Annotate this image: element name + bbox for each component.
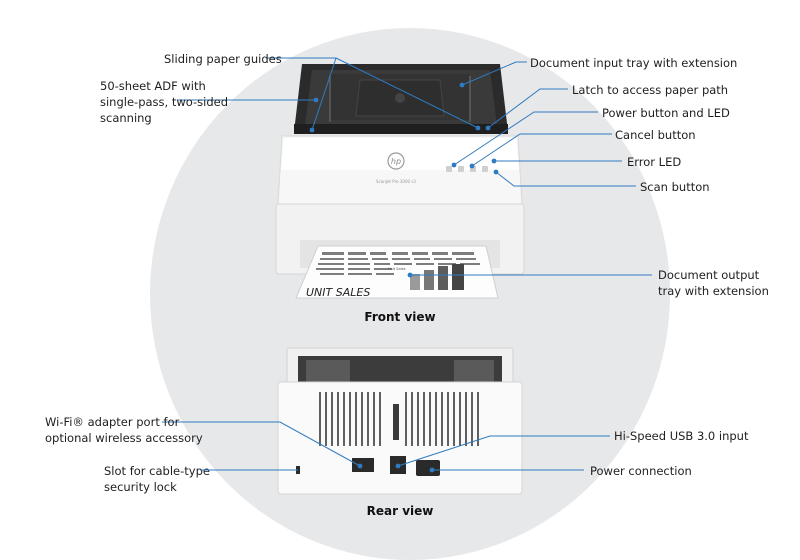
hp-logo-text: hp bbox=[391, 157, 401, 166]
label-output-line2: tray with extension bbox=[658, 284, 769, 298]
label-input-tray: Document input tray with extension bbox=[530, 56, 738, 70]
hp-logo bbox=[387, 152, 405, 170]
label-usb: Hi-Speed USB 3.0 input bbox=[614, 429, 749, 443]
leader-dots bbox=[309, 82, 499, 473]
document-chart-label: Unit Sales bbox=[388, 267, 406, 271]
label-scan: Scan button bbox=[640, 180, 710, 194]
label-lock-line1: Slot for cable-type bbox=[104, 464, 210, 478]
model-label: ScanJet Pro 3000 s3 bbox=[376, 179, 416, 184]
label-output-line1: Document output bbox=[658, 268, 760, 282]
label-wifi-line1: Wi-Fi® adapter port for bbox=[45, 415, 180, 429]
label-power-button: Power button and LED bbox=[602, 106, 730, 120]
scanner-body-rear bbox=[277, 347, 523, 495]
label-latch: Latch to access paper path bbox=[572, 83, 729, 97]
control-button-4 bbox=[482, 166, 488, 172]
label-power-connection: Power connection bbox=[590, 464, 692, 478]
lock-slot bbox=[296, 466, 300, 474]
control-button-1 bbox=[446, 166, 452, 172]
control-button-2 bbox=[458, 166, 464, 172]
document-heading: UNIT SALES bbox=[306, 286, 370, 299]
leader-lines bbox=[162, 57, 652, 471]
label-sliding-guides: Sliding paper guides bbox=[164, 52, 282, 66]
label-cancel: Cancel button bbox=[615, 128, 696, 142]
wifi-port bbox=[352, 458, 374, 472]
label-adf-line2: single-pass, two-sided bbox=[100, 95, 229, 109]
input-tray bbox=[294, 64, 508, 134]
caption-front-view: Front view bbox=[364, 310, 436, 324]
label-adf-line1: 50-sheet ADF with bbox=[100, 79, 206, 93]
caption-rear-view: Rear view bbox=[366, 504, 434, 518]
power-port bbox=[416, 460, 440, 476]
output-document: UNIT SALES Unit Sales bbox=[295, 245, 499, 299]
label-lock-line2: security lock bbox=[104, 480, 177, 494]
label-error-led: Error LED bbox=[627, 155, 682, 169]
label-wifi-line2: optional wireless accessory bbox=[45, 431, 203, 445]
label-adf-line3: scanning bbox=[100, 111, 152, 125]
